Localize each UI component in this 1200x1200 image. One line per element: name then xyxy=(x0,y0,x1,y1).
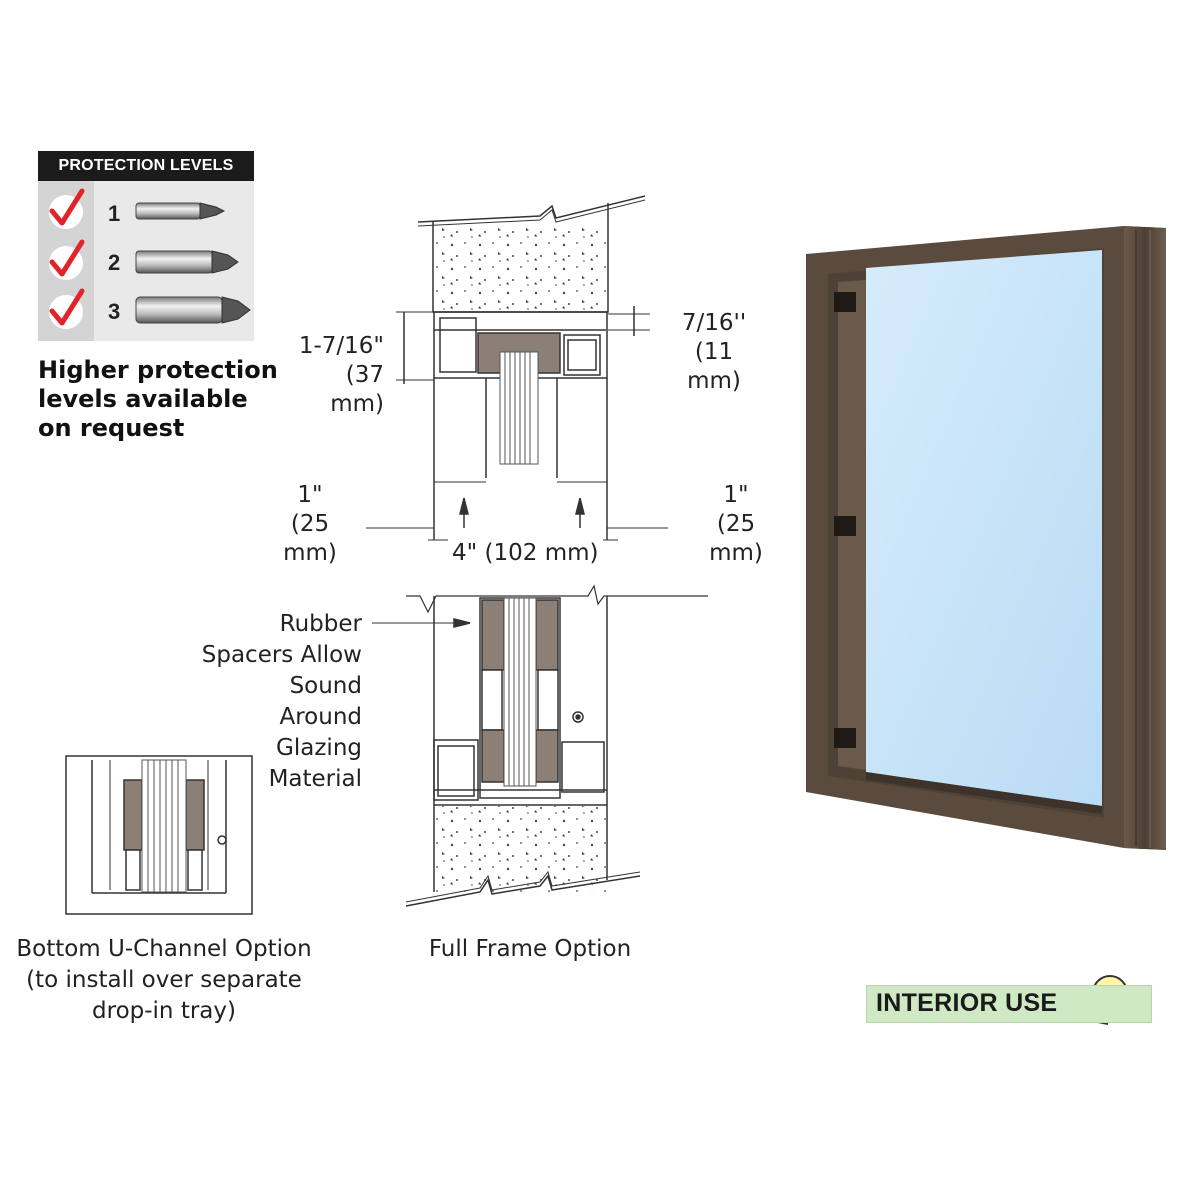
bullet-icon xyxy=(135,202,226,220)
checkmark-icon xyxy=(49,239,85,280)
window-frame-image xyxy=(806,226,1166,850)
interior-use-label: INTERIOR USE xyxy=(876,989,1058,1017)
bullet-icon xyxy=(135,250,239,274)
level-number: 1 xyxy=(108,201,121,226)
rubber-spacers-callout: Rubber Spacers Allow Sound Around Glazin… xyxy=(201,611,362,792)
checkmark-icon xyxy=(49,288,85,329)
checkmark-icon xyxy=(49,188,85,229)
upper-section-drawing xyxy=(366,195,668,541)
u-channel-caption: Bottom U-Channel Option (to install over… xyxy=(16,936,312,1024)
interior-use-badge xyxy=(866,985,1152,1023)
dim-top-left: 1-7/16" (37 mm) xyxy=(298,333,384,417)
dim-right: 1" (25 mm) xyxy=(709,482,763,566)
level-number: 2 xyxy=(108,250,121,275)
bullet-icon xyxy=(135,296,251,324)
dim-left: 1" (25 mm) xyxy=(283,482,337,566)
protection-levels-header: PROTECTION LEVELS xyxy=(38,151,254,181)
u-channel-drawing xyxy=(65,755,253,915)
protection-levels-graphic xyxy=(49,188,251,329)
dim-width: 4" (102 mm) xyxy=(448,539,603,568)
level-number: 3 xyxy=(108,299,121,324)
dim-top-right: 7/16'' (11 mm) xyxy=(681,310,747,394)
full-frame-drawing xyxy=(372,584,708,907)
full-frame-caption: Full Frame Option xyxy=(428,936,632,962)
protection-note: Higher protection levels available on re… xyxy=(38,356,278,442)
